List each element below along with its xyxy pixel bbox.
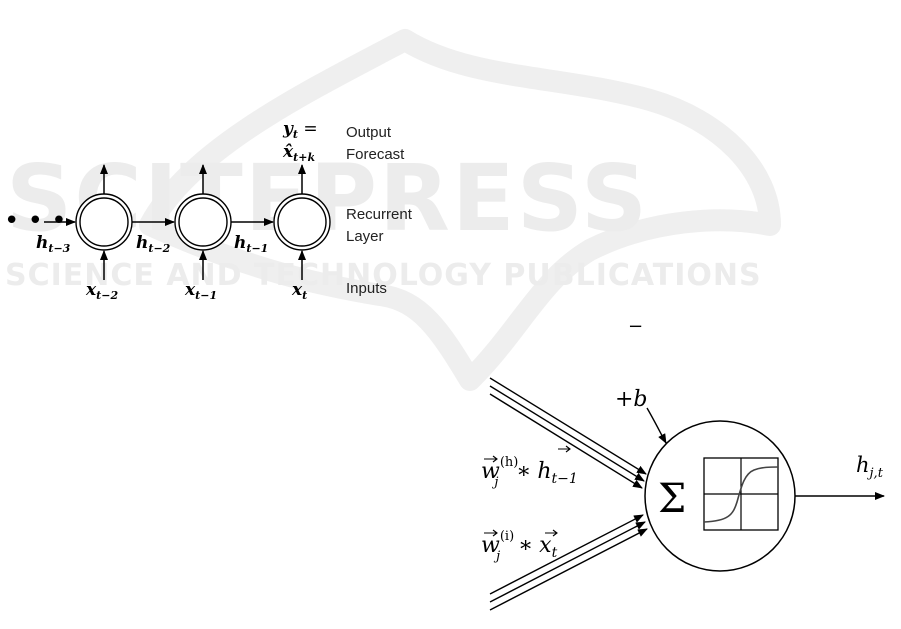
bias-label: +b bbox=[615, 387, 648, 412]
input-term-label: w(i)j∗xt bbox=[481, 529, 558, 564]
activation-function-plot bbox=[704, 458, 778, 530]
label-forecast: Forecast bbox=[346, 146, 405, 163]
ellipsis: • • • bbox=[4, 206, 67, 236]
output-label: hj,t bbox=[856, 453, 884, 481]
rnn-cell-3 bbox=[274, 194, 330, 250]
label-output: Output bbox=[346, 124, 392, 141]
bias-arrow bbox=[647, 408, 666, 443]
label-recurrent: Recurrent bbox=[346, 206, 413, 223]
label-layer: Layer bbox=[346, 228, 384, 245]
sum-symbol: Σ bbox=[658, 476, 686, 522]
label-inputs: Inputs bbox=[346, 280, 387, 297]
neuron-diagram: Σ +b hj,t w(h)j∗ht−1 w(i)j∗xt bbox=[481, 378, 884, 610]
vector-arrow-h bbox=[558, 446, 570, 452]
rnn-cell-1 bbox=[76, 194, 132, 250]
minus-sign: − bbox=[628, 316, 643, 337]
output-expression-line1: yt = bbox=[282, 119, 318, 141]
rnn-cell-2 bbox=[175, 194, 231, 250]
